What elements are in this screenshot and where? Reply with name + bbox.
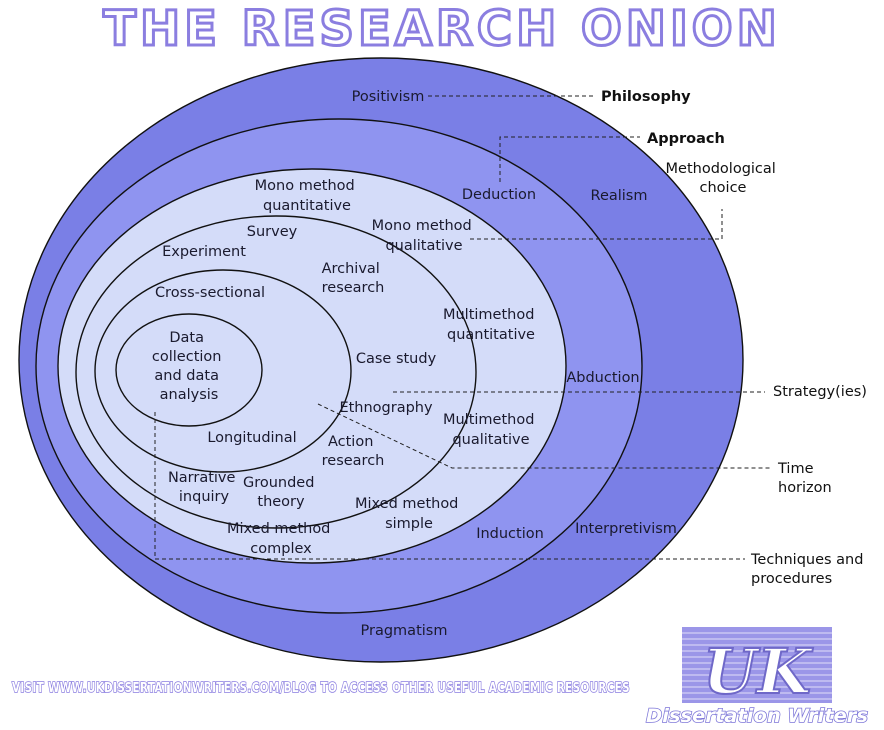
choice-mono-quantitative: Mono method quantitative xyxy=(255,178,360,214)
key-philosophy: Philosophy xyxy=(601,89,691,105)
techniques-leader xyxy=(154,412,745,560)
footer-link-text[interactable]: VISIT WWW.UKDISSERTATIONWRITERS.COM/BLOG… xyxy=(11,680,630,697)
svg-text:UK: UK xyxy=(703,635,813,708)
methodological-choice-leader xyxy=(470,209,723,240)
key-approach: Approach xyxy=(647,131,725,147)
choice-multi-qualitative: Multimethod qualitative xyxy=(443,412,539,448)
time-horizon-leader xyxy=(317,403,770,469)
strategy-survey: Survey xyxy=(247,224,298,240)
key-strategies: Strategy(ies) xyxy=(773,384,867,400)
approach-abduction: Abduction xyxy=(566,370,639,386)
strategy-narrative-inquiry: Narrative inquiry xyxy=(168,470,240,505)
philosophy-pragmatism: Pragmatism xyxy=(361,623,448,639)
key-time-horizon: Time horizon xyxy=(777,461,832,496)
strategy-ethnography: Ethnography xyxy=(339,400,433,416)
philosophy-realism: Realism xyxy=(591,188,648,204)
strategy-grounded-theory: Grounded theory xyxy=(243,475,319,510)
time-cross-sectional: Cross-sectional xyxy=(155,285,265,301)
page-title: THE RESEARCH ONION xyxy=(103,1,781,57)
ukdw-logo: UK Dissertation Writers xyxy=(645,627,869,728)
svg-text:Dissertation Writers: Dissertation Writers xyxy=(646,705,868,727)
philosophy-positivism: Positivism xyxy=(352,89,425,105)
key-techniques: Techniques and procedures xyxy=(750,552,868,587)
strategy-case-study: Case study xyxy=(356,351,437,367)
approach-leader xyxy=(499,136,640,182)
core-data-collection: Data collection and data analysis xyxy=(152,330,226,403)
choice-multi-quantitative: Multimethod quantitative xyxy=(443,307,539,343)
approach-deduction: Deduction xyxy=(462,187,536,203)
choice-mixed-complex: Mixed method complex xyxy=(227,521,335,557)
choice-mono-qualitative: Mono method qualitative xyxy=(372,218,477,254)
strategy-action-research: Action research xyxy=(322,434,385,469)
core-layer xyxy=(115,313,263,427)
approach-induction: Induction xyxy=(476,526,544,542)
strategy-experiment: Experiment xyxy=(162,244,246,260)
time-longitudinal: Longitudinal xyxy=(207,430,296,446)
philosophy-interpretivism: Interpretivism xyxy=(575,521,677,537)
strategy-archival-research: Archival research xyxy=(322,261,385,296)
choice-mixed-simple: Mixed method simple xyxy=(355,496,463,532)
key-methodological-choice: Methodological choice xyxy=(666,161,781,196)
